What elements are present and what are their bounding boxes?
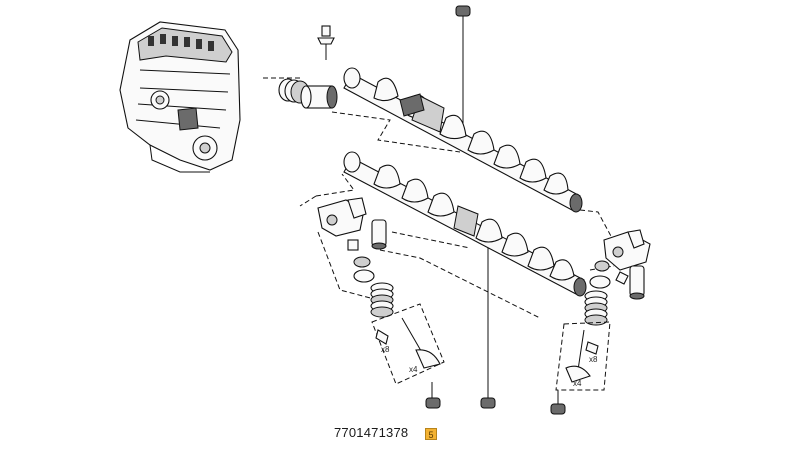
- camshaft-lower-icon[interactable]: [343, 151, 587, 297]
- engine-block-icon[interactable]: [119, 21, 241, 173]
- valve-spring-right-icon[interactable]: [584, 260, 611, 326]
- quantity-label-right-x4: x4: [573, 379, 582, 388]
- rocker-arm-right-icon[interactable]: [603, 229, 651, 300]
- callout-marker-center[interactable]: [480, 397, 496, 409]
- valve-group-left: [371, 303, 445, 385]
- quantity-label-left-x4: x4: [409, 365, 418, 374]
- quantity-label-left-x8: x8: [381, 345, 390, 354]
- bolt-icon[interactable]: [317, 25, 335, 60]
- quantity-label-right-x8: x8: [589, 355, 598, 364]
- rocker-arm-left-icon[interactable]: [317, 197, 387, 251]
- valve-spring-icon[interactable]: [278, 78, 338, 109]
- callout-marker-right[interactable]: [550, 403, 566, 415]
- valve-group-right: [555, 321, 611, 391]
- reference-badge[interactable]: 5: [425, 428, 437, 440]
- callout-marker-left[interactable]: [425, 397, 441, 409]
- part-number: 7701471378: [334, 425, 409, 440]
- valve-spring-left-icon[interactable]: [353, 256, 394, 318]
- camshaft-upper-icon[interactable]: [343, 67, 583, 213]
